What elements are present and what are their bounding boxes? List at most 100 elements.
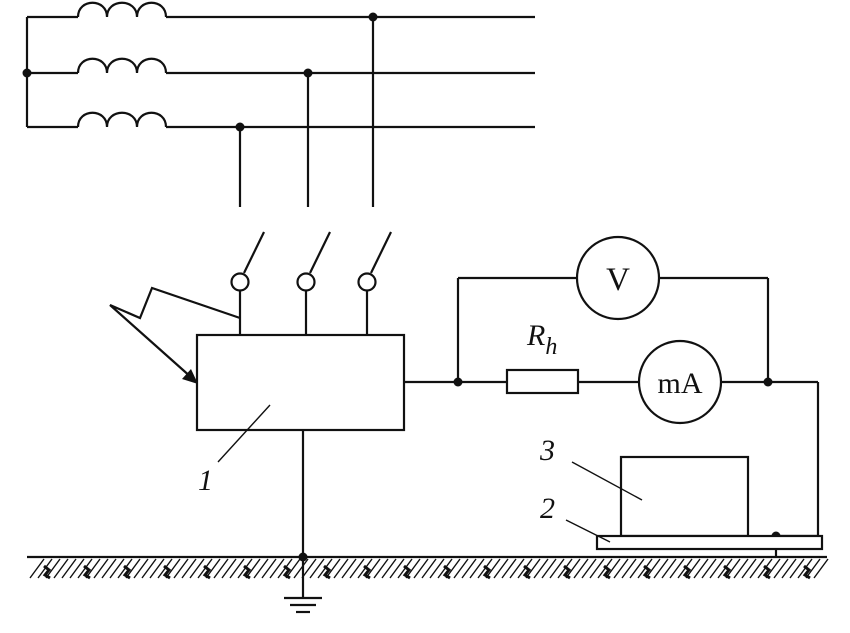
hatch-line — [661, 558, 677, 579]
hatch-line — [365, 558, 381, 579]
hatch-line — [301, 558, 317, 579]
hatch-line — [613, 558, 629, 579]
resistor-rh: Rh — [505, 319, 580, 395]
hatch-line — [429, 558, 445, 579]
hatch-line — [309, 558, 325, 579]
hatch-stone — [122, 564, 132, 580]
hatch-line — [453, 558, 469, 579]
hatch-stone — [442, 564, 452, 580]
resistor-label: Rh — [526, 319, 557, 360]
hatch-line — [141, 558, 157, 579]
hatch-line — [773, 558, 789, 579]
hatch-line — [413, 558, 429, 579]
hatch-stone — [482, 564, 492, 580]
hatch-line — [405, 558, 421, 579]
hatch-line — [565, 558, 581, 579]
hatch-line — [29, 558, 45, 579]
hatch-line — [93, 558, 109, 579]
ground-hatching — [29, 558, 829, 580]
hatch-line — [253, 558, 269, 579]
winding-phase-1 — [27, 1, 535, 19]
hatch-line — [205, 558, 221, 579]
hatch-line — [685, 558, 701, 579]
hatch-line — [189, 558, 205, 579]
hatch-stone — [762, 564, 772, 580]
transformer-windings — [22, 1, 535, 129]
milliammeter-label: mA — [658, 367, 703, 400]
three-pole-switch — [230, 231, 392, 335]
hatch-line — [493, 558, 509, 579]
hatch-line — [173, 558, 189, 579]
plate-2 — [595, 534, 824, 551]
phase-drops — [235, 12, 378, 207]
hatch-line — [589, 558, 605, 579]
hatch-line — [165, 558, 181, 579]
hatch-stone — [802, 564, 812, 580]
hatch-stone — [562, 564, 572, 580]
hatch-line — [85, 558, 101, 579]
callout-3-label: 3 — [539, 434, 555, 467]
hatch-line — [133, 558, 149, 579]
hatch-line — [333, 558, 349, 579]
hatch-line — [349, 558, 365, 579]
hatch-line — [741, 558, 757, 579]
hatch-stone — [402, 564, 412, 580]
hatch-line — [149, 558, 165, 579]
hatch-stone — [682, 564, 692, 580]
hatch-line — [709, 558, 725, 579]
hatch-line — [549, 558, 565, 579]
fault-arrow — [109, 286, 241, 384]
hatch-line — [285, 558, 301, 579]
hatch-line — [573, 558, 589, 579]
hatch-line — [421, 558, 437, 579]
measurement-circuit — [404, 276, 820, 556]
hatch-stone — [282, 564, 292, 580]
hatch-stone — [82, 564, 92, 580]
hatch-stone — [162, 564, 172, 580]
hatch-stone — [362, 564, 372, 580]
hatch-line — [789, 558, 805, 579]
hatch-line — [461, 558, 477, 579]
hatch-line — [621, 558, 637, 579]
voltmeter: V — [575, 235, 661, 321]
hatch-line — [109, 558, 125, 579]
resistor-subscript: h — [545, 334, 557, 360]
hatch-line — [645, 558, 661, 579]
switch-contact-2 — [296, 231, 331, 335]
milliammeter: mA — [637, 339, 723, 425]
winding-phase-2 — [27, 57, 535, 75]
hatch-line — [381, 558, 397, 579]
hatch-line — [693, 558, 709, 579]
hatch-line — [269, 558, 285, 579]
hatch-stone — [42, 564, 52, 580]
hatch-line — [765, 558, 781, 579]
hatch-line — [629, 558, 645, 579]
hatch-line — [701, 558, 717, 579]
callout-1: 1 — [198, 404, 271, 497]
hatch-stone — [522, 564, 532, 580]
hatch-line — [261, 558, 277, 579]
hatch-stone — [642, 564, 652, 580]
hatch-line — [469, 558, 485, 579]
hatch-line — [749, 558, 765, 579]
hatch-line — [725, 558, 741, 579]
hatch-line — [805, 558, 821, 579]
hatch-line — [541, 558, 557, 579]
hatch-stone — [722, 564, 732, 580]
hatch-line — [501, 558, 517, 579]
winding-phase-3 — [27, 111, 535, 129]
hatch-line — [229, 558, 245, 579]
hatch-line — [653, 558, 669, 579]
hatch-stone — [202, 564, 212, 580]
callout-2: 2 — [540, 492, 611, 543]
hatch-line — [325, 558, 341, 579]
earth-ground-symbol — [284, 596, 322, 614]
hatch-stone — [602, 564, 612, 580]
hatch-line — [341, 558, 357, 579]
hatch-line — [181, 558, 197, 579]
hatch-line — [445, 558, 461, 579]
switch-contact-3 — [357, 231, 392, 335]
hatch-line — [373, 558, 389, 579]
hatch-line — [213, 558, 229, 579]
block-3 — [619, 455, 750, 538]
